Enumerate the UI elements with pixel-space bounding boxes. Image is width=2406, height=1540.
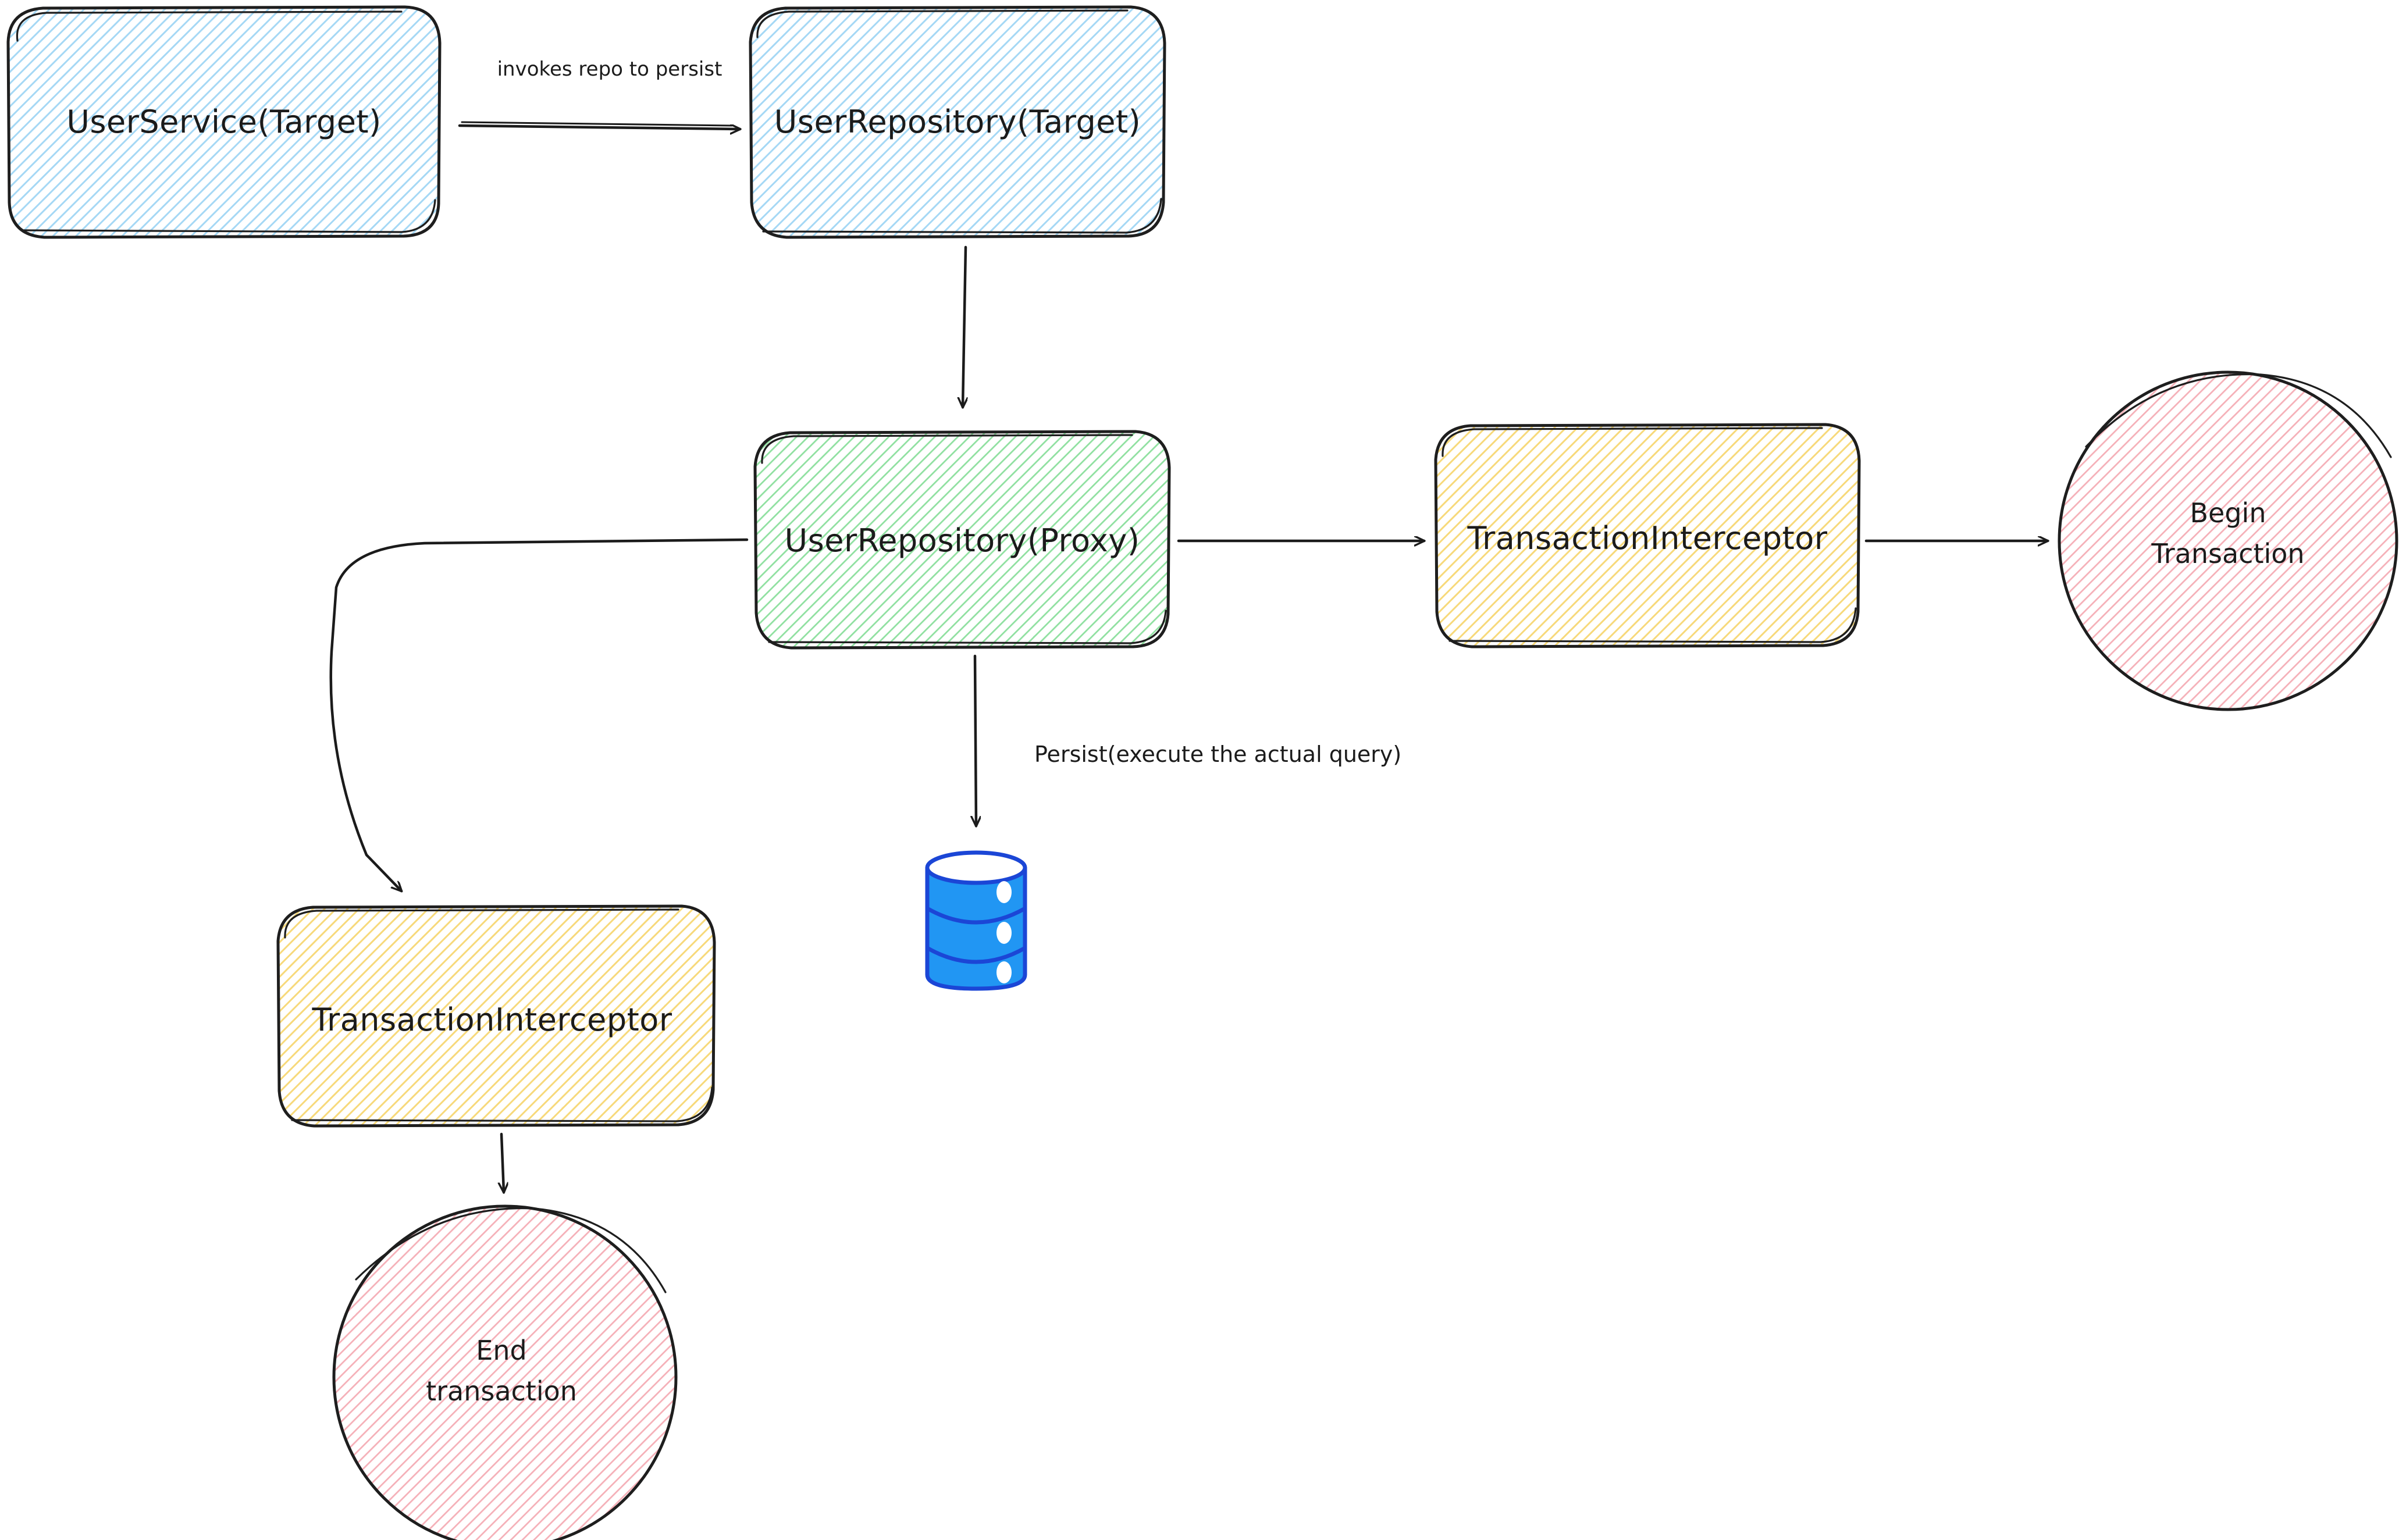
user-repository-target-fill — [750, 7, 1165, 237]
begin-transaction-outline — [2058, 370, 2398, 711]
edge-service-to-repo-label: invokes repo to persist — [497, 58, 722, 81]
transaction-interceptor-end-fill — [278, 906, 714, 1126]
end-transaction-outline — [332, 1204, 678, 1540]
edge-repo-to-proxy — [963, 245, 966, 407]
transaction-interceptor-end-outline — [276, 904, 716, 1128]
node-user-repository-proxy[interactable]: UserRepository(Proxy) — [753, 430, 1171, 650]
user-repository-proxy-fill — [755, 432, 1169, 648]
node-database[interactable] — [925, 850, 1027, 991]
user-repository-target-label: UserRepository(Target) — [774, 104, 1141, 140]
begin-transaction-label-line2: Transaction — [2151, 538, 2304, 569]
node-transaction-interceptor-end[interactable]: TransactionInterceptor — [276, 904, 716, 1128]
transaction-interceptor-begin-outline — [1434, 423, 1861, 648]
transaction-interceptor-begin-label: TransactionInterceptor — [1467, 520, 1827, 557]
user-service-target-outline — [6, 5, 442, 239]
user-service-target-sketch-2 — [22, 199, 436, 233]
edge-proxy-to-database-label: Persist(execute the actual query) — [1034, 742, 1401, 767]
edge-service-to-repo-line-sketch — [461, 121, 733, 127]
edge-proxy-to-interceptor-end — [329, 538, 749, 891]
user-repository-proxy-sketch-2 — [768, 609, 1167, 644]
user-service-target-label: UserService(Target) — [66, 104, 381, 140]
transaction-interceptor-end-sketch-2 — [291, 1086, 713, 1122]
user-repository-target-outline — [749, 5, 1166, 239]
edge-service-to-repo-line — [458, 124, 740, 129]
database-body-outline — [925, 865, 1027, 991]
database-dot-1 — [996, 881, 1012, 903]
user-repository-proxy-outline — [753, 430, 1171, 650]
edge-proxy-to-interceptor-end-line — [329, 538, 749, 891]
begin-transaction-label-line1: Begin — [2190, 497, 2266, 529]
transaction-interceptor-begin-sketch-2 — [1448, 607, 1857, 643]
database-dot-2 — [996, 922, 1012, 944]
user-service-target-sketch-1 — [16, 10, 403, 42]
end-transaction-label-line2: transaction — [426, 1375, 577, 1407]
database-divider-1 — [925, 906, 1027, 925]
edge-interceptor-end-to-end-transaction — [501, 1132, 504, 1192]
node-user-service-target[interactable]: UserService(Target) — [6, 5, 442, 239]
user-repository-target-sketch-2 — [762, 198, 1162, 234]
edge-interceptor-end-to-end-transaction-line — [501, 1132, 504, 1192]
node-transaction-interceptor-begin[interactable]: TransactionInterceptor — [1434, 423, 1861, 648]
database-dot-3 — [996, 961, 1012, 983]
end-transaction-fill — [334, 1206, 676, 1540]
node-end-transaction[interactable]: End transaction — [332, 1204, 678, 1540]
edge-service-to-repo: invokes repo to persist — [458, 58, 740, 129]
user-repository-target-sketch-1 — [756, 9, 1129, 38]
database-divider-2 — [925, 946, 1027, 964]
transaction-interceptor-begin-fill — [1436, 425, 1859, 647]
edge-repo-to-proxy-line — [963, 245, 966, 407]
edge-proxy-to-database: Persist(execute the actual query) — [975, 654, 1401, 826]
end-transaction-label-line1: End — [476, 1335, 526, 1366]
user-repository-proxy-sketch-1 — [761, 434, 1133, 464]
transaction-interceptor-end-sketch-1 — [284, 908, 679, 939]
begin-transaction-sketch — [2085, 373, 2392, 458]
node-user-repository-target[interactable]: UserRepository(Target) — [749, 5, 1166, 239]
transaction-interceptor-end-label: TransactionInterceptor — [311, 1001, 672, 1038]
end-transaction-sketch — [355, 1207, 667, 1293]
user-repository-proxy-label: UserRepository(Proxy) — [785, 522, 1140, 559]
user-service-target-fill — [8, 7, 440, 237]
begin-transaction-fill — [2059, 372, 2397, 710]
edge-proxy-to-database-line — [975, 654, 976, 826]
database-top-disc — [927, 853, 1025, 883]
node-begin-transaction[interactable]: Begin Transaction — [2058, 370, 2398, 711]
transaction-interceptor-begin-sketch-1 — [1442, 427, 1823, 457]
